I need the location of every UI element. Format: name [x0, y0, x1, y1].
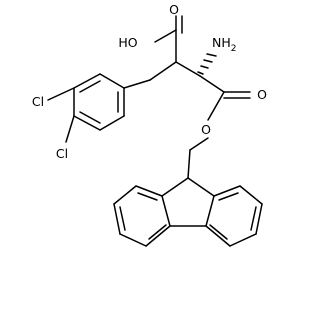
- label-ester-oxygen: O: [201, 122, 211, 137]
- hash-4: [206, 53, 217, 57]
- label-chlorine-upper: Cl: [32, 94, 44, 109]
- bond-acid-c-o-single: [154, 29, 177, 43]
- hash-1: [197, 71, 204, 75]
- right-ring-1: [213, 185, 241, 197]
- hash-3: [203, 59, 213, 63]
- right-ring-4: [229, 233, 257, 247]
- bond-cl-lower: [65, 115, 75, 143]
- ring-bond-4: [73, 115, 101, 131]
- ring-bond-2: [73, 73, 101, 89]
- dichlorophenyl-ring: [47, 73, 125, 143]
- right-ring-2: [239, 185, 263, 205]
- right-ring-5: [205, 225, 231, 247]
- label-amino-subscript: 2: [231, 44, 237, 54]
- ring-double-2: [79, 111, 101, 124]
- bond-ch2-fluorene: [187, 149, 191, 179]
- right-ring-double-3: [209, 224, 228, 240]
- bond-ester-o-ch2: [189, 137, 209, 151]
- fluorene-c9-right: [187, 177, 215, 197]
- label-amino-main: NH: [212, 35, 231, 50]
- left-ring-double-1: [137, 192, 158, 201]
- ester-group: [187, 91, 251, 179]
- ring-double-1: [79, 80, 101, 93]
- label-carboxyl-oxygen: O: [169, 2, 179, 17]
- left-ring-1: [135, 185, 163, 197]
- molecular-structure-diagram: O HO NH2 Cl Cl O O: [32, 2, 267, 247]
- fluorene-right-down: [205, 195, 215, 227]
- backbone: [123, 53, 225, 93]
- ring-bond-5: [99, 115, 125, 131]
- label-chlorine-lower: Cl: [56, 146, 68, 161]
- fluorene-c9-left: [161, 177, 189, 197]
- left-ring-double-2: [119, 206, 126, 231]
- left-ring-2: [113, 185, 137, 205]
- label-amino: NH2: [212, 35, 236, 54]
- label-hydroxyl: HO: [118, 35, 137, 50]
- right-ring-double-2: [250, 206, 257, 231]
- fluorene-left-down: [161, 195, 171, 227]
- left-ring-4: [119, 233, 147, 247]
- hash-2: [200, 65, 209, 69]
- fluorene-system: [113, 177, 263, 247]
- left-ring-3: [113, 203, 121, 235]
- label-ester-carbonyl-oxygen: O: [257, 87, 267, 102]
- bond-cl-upper: [47, 87, 75, 101]
- right-ring-double-1: [218, 192, 239, 201]
- bond-beta-ester-c: [199, 75, 225, 93]
- right-ring-3: [255, 203, 263, 235]
- bond-alpha-beta: [175, 61, 201, 77]
- left-ring-double-3: [148, 224, 167, 240]
- atom-labels: O HO NH2 Cl Cl O O: [32, 2, 267, 161]
- bond-ester-c-o-single: [207, 91, 225, 121]
- left-ring-5: [145, 225, 171, 247]
- bond-alpha-ch2: [149, 61, 177, 81]
- bond-ch2-ring: [123, 79, 151, 89]
- ring-bond-1: [99, 73, 125, 89]
- carboxylic-acid-group: [154, 15, 183, 63]
